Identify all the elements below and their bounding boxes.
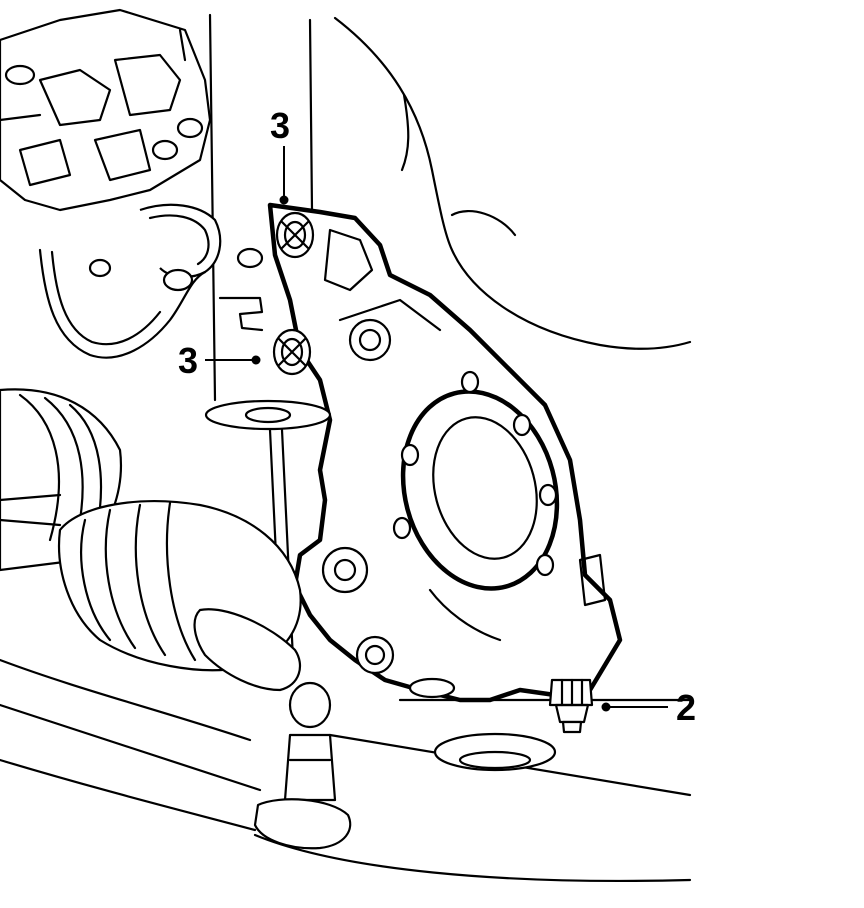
callout-2-label: 2 — [676, 687, 696, 728]
knuckle-lower-eyes — [321, 546, 607, 699]
bracket-clip — [218, 296, 264, 332]
mounting-bolt-upper — [275, 211, 315, 259]
lower-control-arm — [0, 658, 692, 883]
callout-3-middle-label: 3 — [178, 340, 198, 381]
callout-3-top: 3 — [270, 105, 290, 205]
callout-2: 2 — [601, 687, 696, 728]
wheel-hub — [392, 370, 560, 591]
mounting-bolt-lower — [272, 328, 312, 376]
steering-knuckle — [267, 202, 623, 703]
brake-hose — [38, 203, 264, 359]
ball-joint-nut — [548, 678, 594, 734]
wheel-arch-contour — [208, 13, 692, 402]
callout-3-middle: 3 — [178, 340, 261, 381]
callout-3-top-label: 3 — [270, 105, 290, 146]
drive-shaft — [0, 388, 302, 692]
ball-joint — [253, 681, 352, 850]
brake-caliper — [0, 8, 212, 212]
